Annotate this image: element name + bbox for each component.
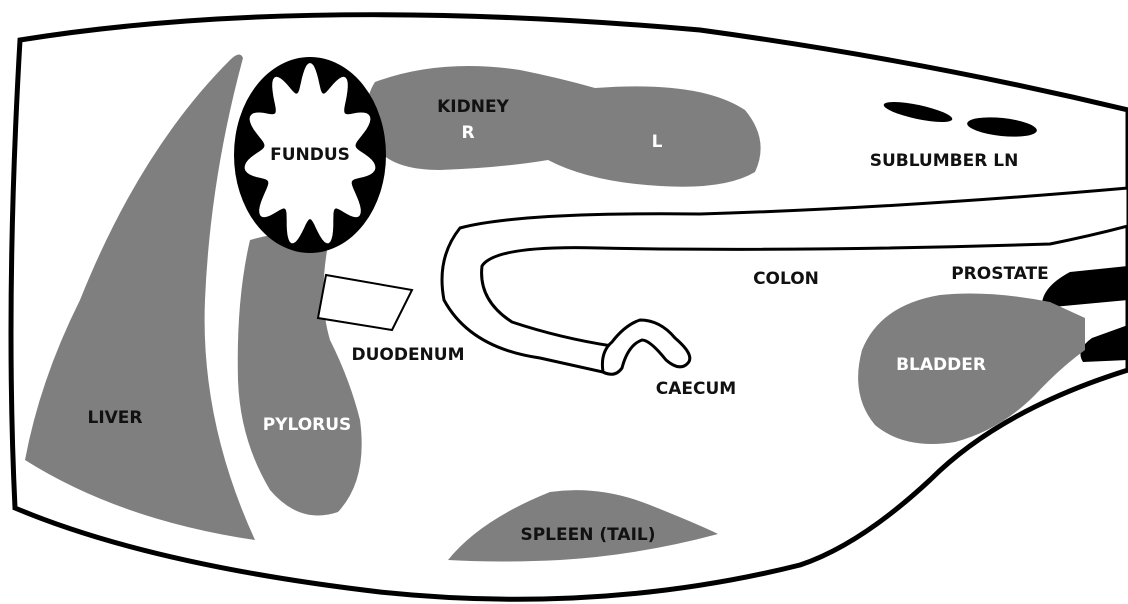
pylorus-label: PYLORUS [263,415,352,435]
spleen-tail-label: SPLEEN (TAIL) [520,525,655,545]
sublumber-ln-label: SUBLUMBER LN [870,151,1019,171]
fundus-label: FUNDUS [270,145,350,165]
duodenum-label: DUODENUM [351,345,464,365]
kidney-label: KIDNEY [437,97,509,117]
colon-label: COLON [753,269,819,289]
liver-label: LIVER [87,408,142,428]
prostate-label: PROSTATE [951,264,1049,284]
caecum-label: CAECUM [656,379,736,399]
bladder-label: BLADDER [896,355,986,375]
kidney-right-label: R [461,123,474,143]
kidney-left-label: L [652,132,663,152]
